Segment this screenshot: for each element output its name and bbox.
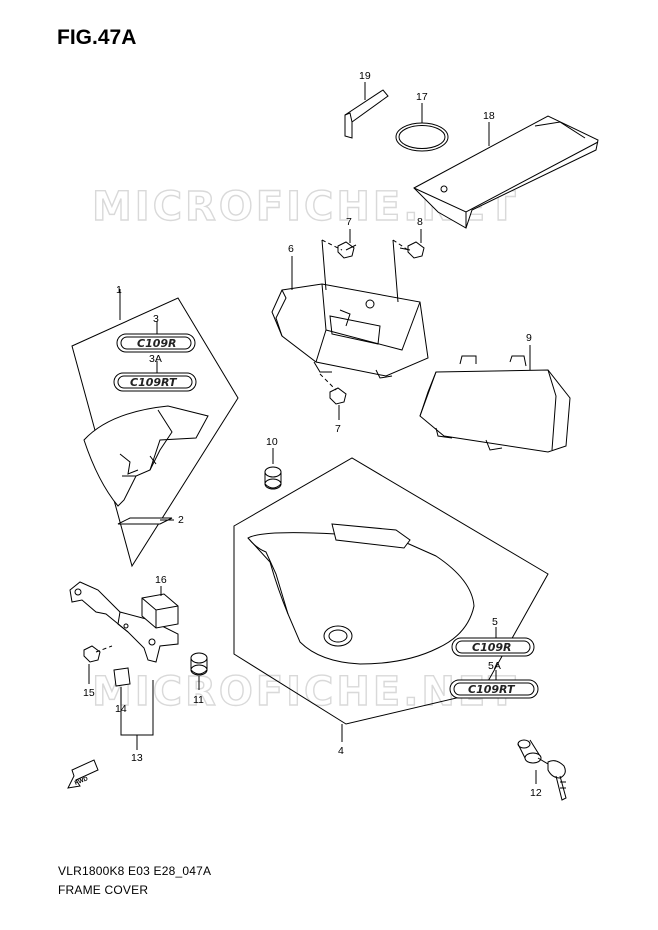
callout-7-bottom: 7 — [335, 423, 341, 435]
part-12-lock-and-key — [517, 739, 567, 801]
part-8-bolt — [399, 241, 425, 259]
part-16-pad — [141, 593, 179, 629]
part-10-grommet — [264, 466, 282, 490]
part-5a-emblem — [449, 679, 539, 699]
callout-5: 5 — [492, 616, 498, 628]
emblem-3a-text: C109RT — [130, 376, 178, 389]
part-2-pad — [117, 517, 173, 525]
callout-1: 1 — [116, 284, 122, 296]
callout-3: 3 — [153, 313, 159, 325]
part-11-grommet — [190, 652, 208, 676]
fwd-arrow-icon — [67, 759, 99, 789]
part-9-side-box — [419, 355, 571, 453]
callout-12: 12 — [530, 787, 542, 799]
emblem-3-text: C109R — [137, 337, 177, 350]
callout-15: 15 — [83, 687, 95, 699]
callout-8: 8 — [417, 216, 423, 228]
callout-10: 10 — [266, 436, 278, 448]
footer-model-code: VLR1800K8 E03 E28_047A — [58, 864, 212, 878]
fwd-arrow-label: FWD — [74, 776, 90, 787]
callout-7-top: 7 — [346, 216, 352, 228]
callout-9: 9 — [526, 332, 532, 344]
callout-2: 2 — [178, 514, 184, 526]
part-14-pad — [113, 667, 131, 687]
part-3-emblem — [116, 333, 196, 353]
part-6-tool-box — [271, 239, 429, 379]
callout-6: 6 — [288, 243, 294, 255]
callout-16: 16 — [155, 574, 167, 586]
figure-title: FIG.47A — [57, 26, 137, 49]
callout-19: 19 — [359, 70, 371, 82]
part-3a-emblem — [113, 372, 197, 392]
part-13-bracket — [69, 581, 179, 663]
emblem-5-text: C109R — [472, 641, 512, 654]
part-5-emblem — [451, 637, 535, 657]
callout-3a: 3A — [149, 353, 162, 365]
part-15-bolt — [83, 645, 113, 663]
callout-11: 11 — [193, 694, 204, 706]
part-1-left-frame-cover — [83, 405, 209, 507]
watermark-bottom: MICROFICHE.NET — [92, 669, 519, 715]
callout-18: 18 — [483, 110, 495, 122]
callout-13: 13 — [131, 752, 143, 764]
part-7-bolt-top — [337, 241, 357, 259]
callout-17: 17 — [416, 91, 428, 103]
footer-section-name: FRAME COVER — [58, 883, 149, 897]
emblem-5a-text: C109RT — [468, 683, 516, 696]
part-18-tool-tray — [413, 115, 599, 229]
callout-5a: 5A — [488, 660, 501, 672]
callout-4: 4 — [338, 745, 344, 757]
callout-14: 14 — [115, 703, 127, 715]
part-4-right-frame-cover — [247, 523, 475, 665]
part-7-bolt-bottom — [329, 387, 347, 405]
part-17-o-ring — [395, 122, 449, 152]
part-19-hex-key — [344, 89, 389, 139]
